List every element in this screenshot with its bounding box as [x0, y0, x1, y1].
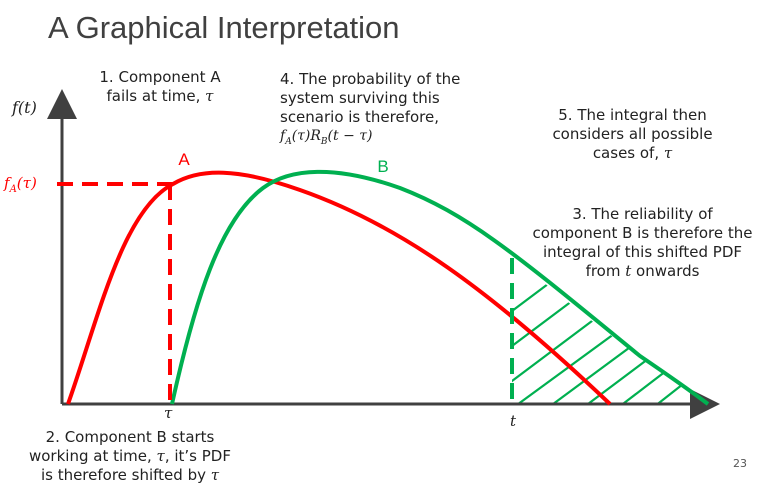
note2-var2: τ: [210, 466, 220, 484]
note2-var: τ: [156, 447, 165, 465]
note5-line2: considers all possible: [552, 125, 713, 143]
note-component-b-starts: 2. Component B starts working at time, τ…: [10, 428, 250, 485]
note3-line1: 3. The reliability of: [572, 205, 713, 223]
curve-b-label: B: [377, 157, 388, 176]
y-axis-label: f(t): [12, 98, 37, 117]
note4-line3: scenario is therefore,: [280, 108, 439, 126]
curve-a: [66, 170, 612, 406]
note4-formula: fA(τ)RB(t − τ): [280, 128, 373, 147]
note2-line3: is therefore shifted by: [40, 466, 211, 484]
note5-line3: cases of,: [592, 144, 664, 162]
note5-line1: 5. The integral then: [558, 106, 707, 124]
slide-number: 23: [733, 457, 747, 470]
note1-var: τ: [205, 87, 214, 105]
note2-line2a: working at time,: [28, 447, 157, 465]
note2-line1: 2. Component B starts: [45, 428, 215, 446]
note3-line4b: onwards: [631, 262, 700, 280]
t-tick-label: t: [510, 412, 517, 430]
fa-tau-label: fA(τ): [4, 174, 37, 195]
note1-line2: fails at time,: [106, 87, 206, 105]
curve-a-label: A: [178, 150, 190, 169]
note3-line3: integral of this shifted PDF: [542, 243, 743, 261]
fa-subscript: A: [9, 184, 17, 195]
fa-argument: (τ): [16, 174, 37, 192]
tau-tick-label: τ: [164, 404, 173, 422]
note-component-a-fails: 1. Component A fails at time, τ: [70, 68, 250, 106]
note4-line2: system surviving this: [280, 89, 440, 107]
note-system-probability: 4. The probability of the system survivi…: [280, 70, 460, 152]
note1-line1: 1. Component A: [99, 68, 221, 86]
fa-symbol: f: [4, 174, 10, 192]
note3-line2: component B is therefore the: [532, 224, 753, 242]
note5-var: τ: [663, 144, 673, 162]
note4-line1: 4. The probability of the: [280, 70, 461, 88]
note2-line2b: , it’s PDF: [164, 447, 231, 465]
note-integral-all-cases: 5. The integral then considers all possi…: [520, 106, 745, 163]
note3-var: t: [625, 262, 632, 280]
slide-title: A Graphical Interpretation: [48, 10, 400, 45]
note-reliability-b: 3. The reliability of component B is the…: [520, 205, 765, 281]
curve-b: [170, 169, 710, 406]
note3-line4a: from: [585, 262, 626, 280]
